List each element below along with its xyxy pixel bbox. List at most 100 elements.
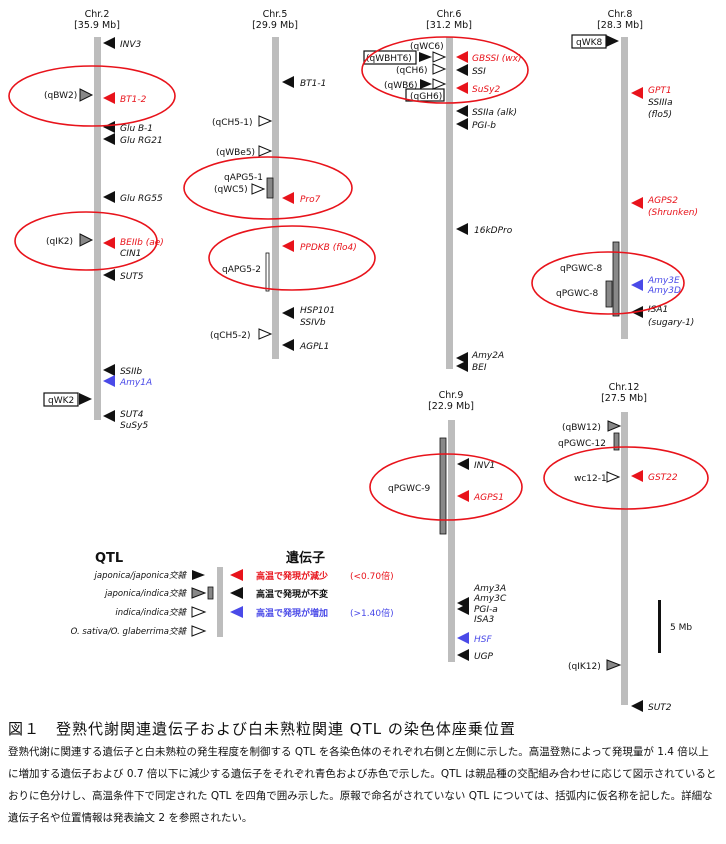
gene-marker-icon xyxy=(456,223,468,235)
gene-marker-icon xyxy=(103,237,115,249)
qtl-label: qPGWC-12 xyxy=(558,439,606,449)
highlight-ellipse xyxy=(543,446,709,510)
qtl-label: (qBW12) xyxy=(562,423,601,433)
chromosome-name: Chr.8 xyxy=(608,9,633,20)
legend-gene-decrease-icon xyxy=(230,569,243,581)
qtl-heat-box xyxy=(43,392,79,407)
qtl-label: qAPG5-2 xyxy=(222,265,261,275)
legend-cross-label: O. sativa/O. glaberrima交雑 xyxy=(71,626,188,637)
qtl-label: (qCH5-2) xyxy=(210,331,251,341)
chromosome-name: Chr.2 xyxy=(85,9,110,20)
legend-qtl-og-icon xyxy=(191,625,207,637)
gene-marker-icon xyxy=(282,192,294,204)
qtl-marker-icon xyxy=(258,115,273,127)
gene-label: SuSy5 xyxy=(120,421,148,431)
gene-marker-icon xyxy=(457,490,469,502)
qtl-marker-icon xyxy=(419,52,432,62)
gene-label: SUT2 xyxy=(648,703,672,712)
gene-label: AGPL1 xyxy=(299,342,329,352)
gene-label: (flo5) xyxy=(648,110,672,120)
legend-qtl-title: QTL xyxy=(95,551,123,566)
highlight-ellipse xyxy=(369,453,523,521)
qtl-label: wc12-1 xyxy=(574,474,607,484)
gene-marker-icon xyxy=(456,360,468,372)
highlight-ellipse xyxy=(361,36,529,104)
gene-label: Pro7 xyxy=(300,195,321,205)
qtl-label: qAPG5-1 xyxy=(224,173,263,183)
caption-line: に増加する遺伝子および 0.7 倍以下に減少する遺伝子をそれぞれ青色および赤色で… xyxy=(8,768,717,780)
caption-line: おりに色分けし、高温条件下で同定された QTL を四角で囲み示した。原報で命名が… xyxy=(8,790,713,802)
caption-line: 登熟代謝に関連する遺伝子と白未熟粒の発生程度を制御する QTL を各染色体のそれ… xyxy=(8,746,709,758)
gene-marker-icon xyxy=(282,307,294,319)
gene-marker-icon xyxy=(103,410,115,422)
gene-marker-icon xyxy=(103,269,115,281)
figure-caption: 登熟代謝に関連する遺伝子と白未熟粒の発生程度を制御する QTL を各染色体のそれ… xyxy=(8,741,720,829)
qtl-marker-icon xyxy=(258,328,273,340)
gene-label: SSIIb xyxy=(120,367,142,377)
qtl-interval-bar xyxy=(439,437,447,535)
qtl-label: (qCH5-1) xyxy=(212,118,253,128)
gene-marker-icon xyxy=(103,121,115,133)
legend-gene-threshold: (>1.40倍) xyxy=(350,607,394,619)
gene-label: SuSy2 xyxy=(472,85,500,95)
gene-marker-icon xyxy=(631,279,643,291)
chromosome-9-bar xyxy=(448,420,455,662)
gene-marker-icon xyxy=(282,76,294,88)
gene-label: Amy3D xyxy=(647,286,681,296)
legend-gene-label: 高温で発現が増加 xyxy=(256,607,328,619)
qtl-marker-icon xyxy=(606,659,622,671)
legend-qtl-jj-icon xyxy=(192,570,205,580)
qtl-interval-bar xyxy=(605,280,613,308)
qtl-marker-icon xyxy=(432,51,447,63)
gene-label: GPT1 xyxy=(648,86,672,96)
chromosome-8-bar xyxy=(621,37,628,339)
qtl-label: (qWBe5) xyxy=(216,148,255,158)
gene-marker-icon xyxy=(631,700,643,712)
qtl-heat-box xyxy=(363,50,417,65)
gene-marker-icon xyxy=(456,51,468,63)
gene-marker-icon xyxy=(456,64,468,76)
gene-label: HSF xyxy=(474,635,492,645)
qtl-marker-icon xyxy=(79,393,92,405)
gene-label: AGPS1 xyxy=(473,493,504,503)
gene-label: CIN1 xyxy=(120,249,141,259)
gene-label: SSIIa (alk) xyxy=(472,108,517,118)
qtl-marker-icon xyxy=(432,63,447,75)
gene-label: GST22 xyxy=(648,473,678,483)
legend-gene-increase-icon xyxy=(230,606,243,618)
chromosome-6-bar xyxy=(446,37,453,369)
gene-marker-icon xyxy=(457,458,469,470)
gene-label: 16kDPro xyxy=(474,226,513,236)
chromosome-5-bar xyxy=(272,37,279,359)
gene-label: INV1 xyxy=(474,461,495,471)
gene-label: SSIVb xyxy=(300,318,326,328)
gene-label: PGI-a xyxy=(474,605,498,615)
chromosome-name: Chr.12 xyxy=(609,382,640,393)
chromosome-map: Chr.2 [35.9 Mb] Chr.5 [29.9 Mb] Chr.6 [3… xyxy=(8,9,709,713)
chromosome-name: Chr.9 xyxy=(439,390,464,401)
qtl-interval-bar xyxy=(266,177,274,199)
gene-marker-icon xyxy=(282,339,294,351)
qtl-interval-bar xyxy=(613,432,620,451)
gene-marker-icon xyxy=(103,133,115,145)
qtl-label: (qWC5) xyxy=(214,185,248,195)
gene-label: Amy3C xyxy=(473,594,507,604)
gene-label: BEI xyxy=(472,363,487,373)
qtl-label: qWK2 xyxy=(48,396,74,406)
gene-label: SSIIIa xyxy=(648,98,673,108)
gene-marker-icon xyxy=(103,191,115,203)
gene-marker-icon xyxy=(282,240,294,252)
gene-label: GBSSI (wx) xyxy=(472,54,521,64)
qtl-label: (qWB6) xyxy=(384,81,418,91)
gene-marker-icon xyxy=(456,118,468,130)
gene-label: Glu B-1 xyxy=(120,124,153,134)
chromosome-size: [31.2 Mb] xyxy=(426,20,472,31)
qtl-label: qWK8 xyxy=(576,38,603,48)
caption-line: 遺伝子名や位置情報は発表論文 2 を参照されたい。 xyxy=(8,812,253,824)
qtl-label: (qGH6) xyxy=(410,92,442,102)
gene-label: AGPS2 xyxy=(647,196,678,206)
legend-cross-label: japonica/japonica交雑 xyxy=(94,570,188,581)
qtl-marker-icon xyxy=(606,35,619,47)
qtl-marker-icon xyxy=(79,233,94,247)
chromosome-size: [29.9 Mb] xyxy=(252,20,298,31)
